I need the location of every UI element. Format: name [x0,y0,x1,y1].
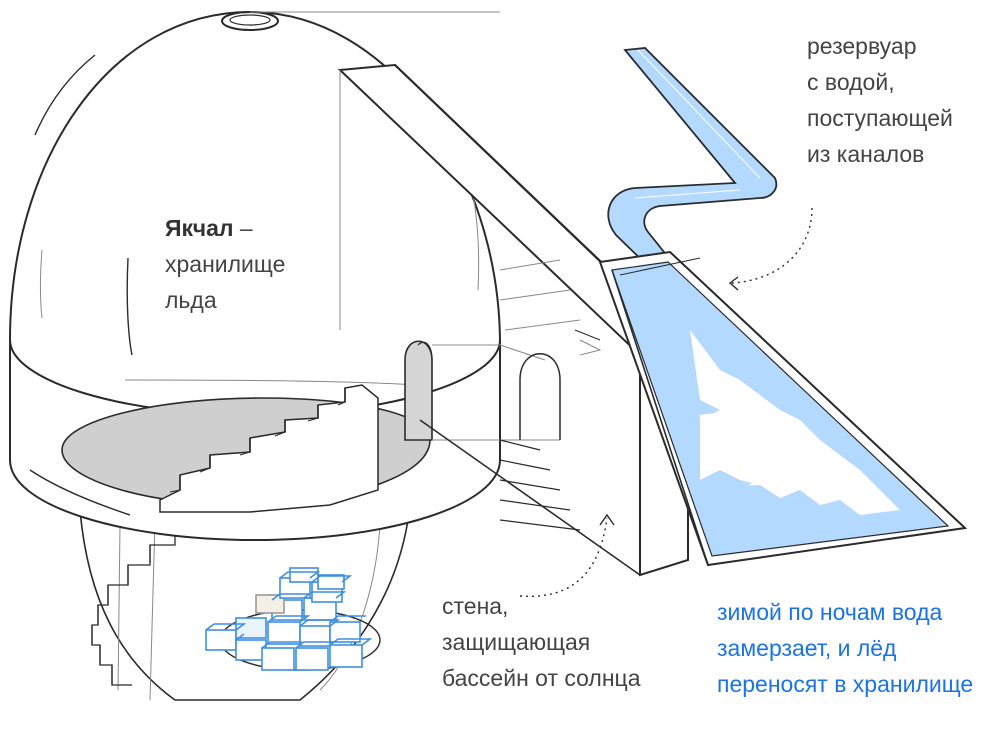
label-wall-line3: бассейн от солнца [442,665,641,691]
underground-pit [79,509,409,701]
label-reservoir-line3: поступающей [807,105,953,131]
label-yakhchal: Якчал – хранилище льда [165,210,285,318]
ice-pool [598,250,968,567]
ice-blocks [205,567,373,671]
label-freeze-line2: замерзает, и лёд [717,635,897,661]
underground-stairs [91,510,176,686]
label-wall-line1: стена, [442,593,509,619]
label-yakhchal-line3: льда [165,287,217,313]
label-freeze-line3: переносят в хранилище [717,671,974,697]
label-reservoir: резервуар с водой, поступающей из канало… [807,28,953,172]
label-wall-line2: защищающая [442,629,591,655]
leader-arrowheads [599,276,739,526]
tunnel [432,344,561,441]
label-freeze: зимой по ночам вода замерзает, и лёд пер… [717,594,973,702]
dome-stairs [159,384,379,513]
label-freeze-line1: зимой по ночам вода [717,599,943,625]
label-yakhchal-title: Якчал [165,215,234,241]
label-wall: стена, защищающая бассейн от солнца [442,588,641,696]
label-reservoir-line2: с водой, [807,69,895,95]
label-reservoir-line4: из каналов [807,141,925,167]
label-reservoir-line1: резервуар [807,33,917,59]
label-yakhchal-dash: – [233,215,253,241]
label-yakhchal-line2: хранилище [165,251,286,277]
leader-lines [519,207,813,598]
water-channel [607,47,778,272]
dome-doorway [404,340,433,441]
